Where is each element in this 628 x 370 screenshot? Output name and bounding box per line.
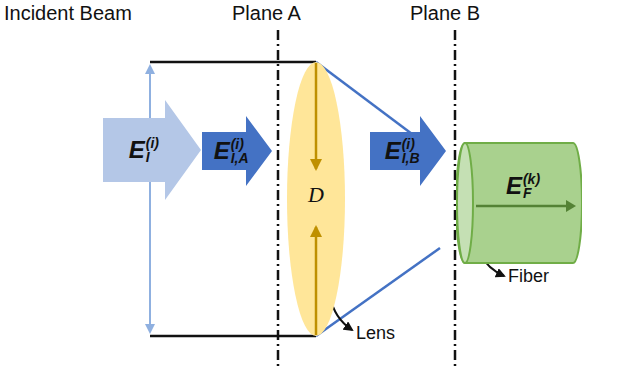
node-outline xyxy=(456,142,582,264)
symbol-base: E xyxy=(214,139,230,163)
plane-label: Plane A xyxy=(232,2,301,25)
symbol-superscript: (k) xyxy=(523,172,540,186)
field-symbol: E(k)F xyxy=(506,172,540,200)
symbol-indices: (i)I xyxy=(146,136,159,164)
lens-inward-arrow xyxy=(315,227,318,335)
symbol-indices: (k)F xyxy=(523,172,540,200)
incident-beam-arrow: E(i)I xyxy=(103,100,201,200)
field-arrow: E(i)I,B xyxy=(370,116,446,186)
fiber-body xyxy=(456,143,582,263)
beam-top-edge xyxy=(150,61,316,64)
fiber-cylinder: E(k)FFiber xyxy=(456,142,582,264)
symbol-base: E xyxy=(129,138,145,162)
fiber-mode-head xyxy=(566,200,576,212)
lens-label: Lens xyxy=(356,323,395,344)
fiber-mode-line xyxy=(476,205,568,208)
fiber-label: Fiber xyxy=(508,266,549,287)
arrow-shape xyxy=(370,116,446,186)
lens-body xyxy=(287,62,345,336)
beam-label: Incident Beam xyxy=(4,2,132,25)
field-arrow: E(i)I,A xyxy=(202,116,272,186)
symbol-subscript: F xyxy=(523,186,540,200)
plane-label: Plane B xyxy=(410,2,480,25)
beam-width-arrow xyxy=(149,66,151,332)
field-symbol: E(i)I,A xyxy=(214,137,249,165)
field-symbol: E(i)I,B xyxy=(385,137,420,165)
symbol-superscript: (i) xyxy=(146,136,159,150)
symbol-base: E xyxy=(385,139,401,163)
fiber-end-face xyxy=(457,143,473,263)
symbol-indices: (i)I,B xyxy=(402,137,420,165)
lens-ellipse: DLens xyxy=(286,61,346,337)
symbol-subscript: I,A xyxy=(231,151,249,165)
symbol-superscript: (i) xyxy=(231,137,249,151)
symbol-base: E xyxy=(506,174,522,198)
plane-a-line xyxy=(277,30,280,370)
beam-bottom-edge xyxy=(150,335,316,338)
lens-inward-arrow xyxy=(315,63,318,169)
diameter-label: D xyxy=(308,182,324,208)
node-outline xyxy=(103,100,201,200)
symbol-superscript: (i) xyxy=(402,137,420,151)
symbol-subscript: I,B xyxy=(402,151,420,165)
symbol-subscript: I xyxy=(146,150,159,164)
arrow-shape xyxy=(103,100,201,200)
field-symbol: E(i)I xyxy=(129,136,159,164)
arrow-shape xyxy=(202,116,272,186)
symbol-indices: (i)I,A xyxy=(231,137,249,165)
